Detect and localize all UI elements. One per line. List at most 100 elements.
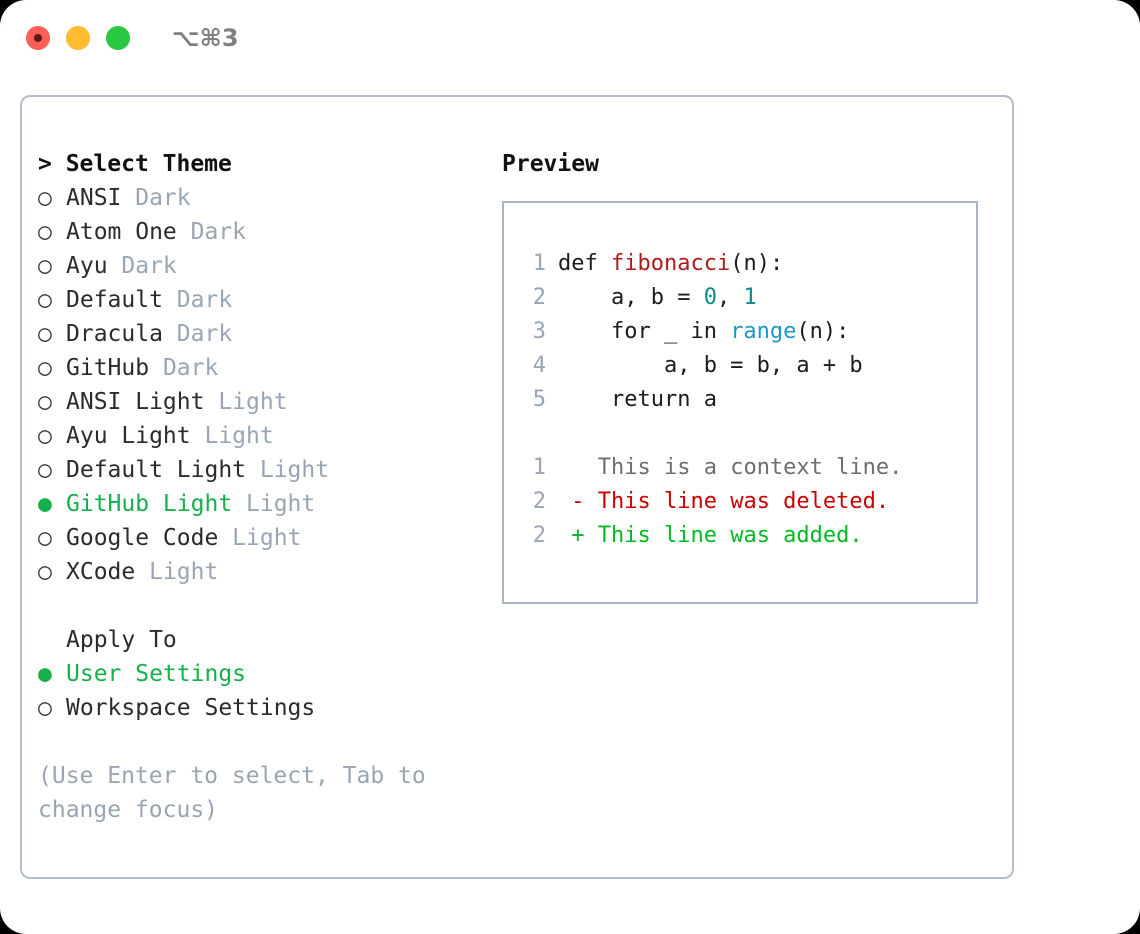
radio-selected-icon: ● <box>38 661 66 687</box>
code-line-number: 5 <box>532 387 546 412</box>
theme-option-label: ANSI Light <box>66 389 205 415</box>
theme-option-label: ANSI <box>66 185 122 211</box>
theme-option-tag: Light <box>190 423 274 449</box>
diff-line-number: 2 <box>532 489 546 514</box>
diff-line-deleted: 2 - This line was deleted. <box>520 485 976 519</box>
diff-marker: + <box>558 523 598 548</box>
diff-line-context: 1 This is a context line. <box>520 451 976 485</box>
theme-option-xcode[interactable]: ○ XCode Light <box>38 555 478 589</box>
diff-line-text: This line was added. <box>597 523 863 548</box>
theme-option-label: GitHub <box>66 355 150 381</box>
theme-option-tag: Dark <box>176 219 247 245</box>
page-title: Select Theme <box>65 151 232 177</box>
radio-unselected-icon: ○ <box>38 525 66 551</box>
theme-selection-pane: > Select Theme ○ ANSI Dark○ Atom One Dar… <box>38 147 478 827</box>
code-token: fibonacci <box>610 251 731 276</box>
theme-option-label: Default Light <box>66 457 247 483</box>
window-titlebar: ⌥⌘3 <box>0 0 1140 76</box>
apply-to-title: Apply To <box>66 627 177 653</box>
radio-unselected-icon: ○ <box>38 423 66 449</box>
apply-to-option-label: Workspace Settings <box>66 695 316 721</box>
preview-title: Preview <box>502 151 599 177</box>
keyboard-shortcut-label: ⌥⌘3 <box>172 24 239 52</box>
theme-option-tag: Light <box>218 525 302 551</box>
apply-to-bullet-placeholder <box>38 623 66 657</box>
code-token: range <box>730 319 797 344</box>
diff-sample: 1 This is a context line.2 - This line w… <box>520 451 976 553</box>
theme-option-label: Ayu Light <box>66 423 191 449</box>
radio-unselected-icon: ○ <box>38 355 66 381</box>
code-token: def <box>558 251 611 276</box>
header-prefix: > <box>38 151 66 177</box>
radio-unselected-icon: ○ <box>38 695 66 721</box>
radio-unselected-icon: ○ <box>38 287 66 313</box>
diff-line-added: 2 + This line was added. <box>520 519 976 553</box>
theme-option-ayu-light[interactable]: ○ Ayu Light Light <box>38 419 478 453</box>
theme-option-atom-one[interactable]: ○ Atom One Dark <box>38 215 478 249</box>
apply-to-option-label: User Settings <box>66 661 247 687</box>
theme-picker-card: > Select Theme ○ ANSI Dark○ Atom One Dar… <box>20 95 1014 879</box>
theme-option-tag: Dark <box>162 321 233 347</box>
code-line-number: 3 <box>532 319 546 344</box>
theme-option-tag: Light <box>246 457 330 483</box>
apply-to-option-workspace-settings[interactable]: ○ Workspace Settings <box>38 691 478 725</box>
theme-option-ayu[interactable]: ○ Ayu Dark <box>38 249 478 283</box>
radio-unselected-icon: ○ <box>38 559 66 585</box>
theme-option-tag: Light <box>204 389 288 415</box>
diff-marker <box>558 455 598 480</box>
radio-unselected-icon: ○ <box>38 321 66 347</box>
theme-option-tag: Dark <box>121 185 191 211</box>
theme-option-default-light[interactable]: ○ Default Light Light <box>38 453 478 487</box>
code-line: 4 a, b = b, a + b <box>520 349 976 383</box>
theme-option-dracula[interactable]: ○ Dracula Dark <box>38 317 478 351</box>
theme-option-label: XCode <box>66 559 136 585</box>
theme-option-tag: Dark <box>107 253 177 279</box>
keyboard-hint: (Use Enter to select, Tab to change focu… <box>38 763 426 823</box>
diff-line-text: This is a context line. <box>597 455 903 480</box>
diff-line-text: This line was deleted. <box>597 489 890 514</box>
code-token: 1 <box>743 285 757 310</box>
apply-to-option-user-settings[interactable]: ● User Settings <box>38 657 478 691</box>
theme-option-google-code[interactable]: ○ Google Code Light <box>38 521 478 555</box>
apply-to-label: Apply To <box>38 623 478 657</box>
theme-option-tag: Light <box>232 491 316 517</box>
theme-option-label: Ayu <box>66 253 108 279</box>
theme-option-github-light[interactable]: ● GitHub Light Light <box>38 487 478 521</box>
radio-unselected-icon: ○ <box>38 389 66 415</box>
radio-unselected-icon: ○ <box>38 185 66 211</box>
code-token: (n): <box>796 319 850 344</box>
radio-unselected-icon: ○ <box>38 457 66 483</box>
diff-line-number: 1 <box>532 455 546 480</box>
maximize-button[interactable] <box>106 26 130 50</box>
diff-line-number: 2 <box>532 523 546 548</box>
code-line-number: 2 <box>532 285 546 310</box>
theme-option-tag: Dark <box>162 287 233 313</box>
theme-option-label: GitHub Light <box>66 491 233 517</box>
code-line-number: 4 <box>532 353 546 378</box>
code-token: a, b = b, a + b <box>558 353 863 378</box>
close-button[interactable] <box>26 26 50 50</box>
theme-option-tag: Dark <box>149 355 219 381</box>
minimize-button[interactable] <box>66 26 90 50</box>
theme-option-label: Google Code <box>66 525 219 551</box>
theme-option-ansi-light[interactable]: ○ ANSI Light Light <box>38 385 478 419</box>
code-token: for _ in <box>558 319 731 344</box>
theme-list: ○ ANSI Dark○ Atom One Dark○ Ayu Dark○ De… <box>38 181 478 589</box>
theme-option-label: Dracula <box>66 321 163 347</box>
theme-option-ansi[interactable]: ○ ANSI Dark <box>38 181 478 215</box>
code-diff-separator <box>520 417 976 451</box>
diff-marker: - <box>558 489 598 514</box>
radio-unselected-icon: ○ <box>38 219 66 245</box>
list-spacer <box>38 589 478 623</box>
theme-option-tag: Light <box>135 559 219 585</box>
theme-option-github[interactable]: ○ GitHub Dark <box>38 351 478 385</box>
radio-selected-icon: ● <box>38 491 66 517</box>
radio-unselected-icon: ○ <box>38 253 66 279</box>
apply-to-list: ● User Settings○ Workspace Settings <box>38 657 478 725</box>
theme-option-default[interactable]: ○ Default Dark <box>38 283 478 317</box>
